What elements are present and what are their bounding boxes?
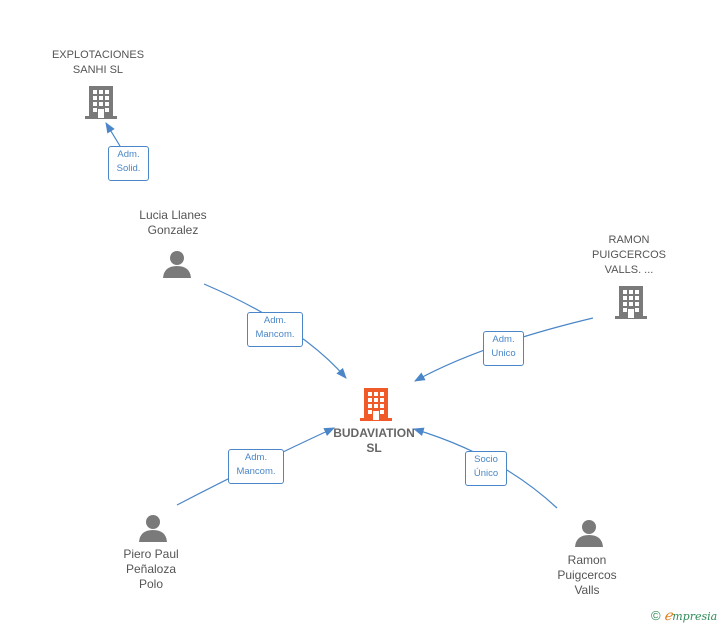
building-icon[interactable] — [360, 386, 392, 422]
node-label-explotaciones[interactable]: EXPLOTACIONES SANHI SL — [51, 49, 145, 76]
node-label-piero[interactable]: Piero Paul Peñaloza Polo — [123, 547, 179, 591]
person-icon[interactable] — [138, 513, 168, 543]
person-icon[interactable] — [162, 249, 192, 279]
edge-lucia-explotaciones — [105, 122, 121, 147]
edge-label-adm-unico: Adm. Unico — [483, 331, 524, 366]
copyright-symbol: © — [651, 608, 661, 623]
node-label-budaviation[interactable]: BUDAVIATION SL — [333, 426, 415, 455]
building-icon[interactable] — [85, 84, 117, 120]
person-icon[interactable] — [574, 518, 604, 548]
edge-label-socio-unico: Socio Único — [465, 451, 507, 486]
brand-name: mpresia — [672, 610, 718, 623]
edge-label-adm-solid: Adm. Solid. — [108, 146, 149, 181]
edge-label-adm-mancom-lucia: Adm. Mancom. — [247, 312, 303, 347]
edge-label-adm-mancom-piero: Adm. Mancom. — [228, 449, 284, 484]
node-label-lucia[interactable]: Lucia Llanes Gonzalez — [139, 208, 207, 237]
empresia-logo[interactable]: © ℯmpresia — [651, 608, 717, 624]
node-label-ramon-company[interactable]: RAMON PUIGCERCOS VALLS. ... — [592, 234, 666, 276]
building-icon[interactable] — [615, 284, 647, 320]
node-label-ramon-person[interactable]: Ramon Puigcercos Valls — [557, 553, 617, 597]
brand-e: ℯ — [663, 608, 673, 624]
